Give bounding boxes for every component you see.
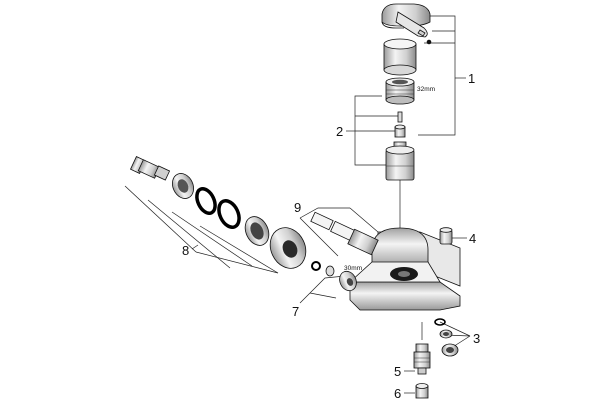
callout-4: 4 <box>469 231 476 246</box>
cartridge <box>385 141 415 181</box>
cover-cap <box>439 227 453 245</box>
callout-3: 3 <box>473 331 480 346</box>
diverter-nut <box>311 261 357 292</box>
set-screw <box>417 29 432 45</box>
callout-6: 6 <box>394 386 401 400</box>
cartridge-nut <box>385 77 415 105</box>
dimension-label-32mm: 32mm <box>417 86 435 93</box>
outlet-nut <box>415 383 429 399</box>
outlet-valve <box>413 343 431 375</box>
callout-8: 8 <box>182 243 189 258</box>
wall-flange <box>269 227 307 269</box>
spindle-pin <box>397 111 403 123</box>
mixer-body <box>348 227 461 311</box>
dimension-label-30mm: 30mm <box>344 265 362 272</box>
callout-1: 1 <box>468 71 475 86</box>
leader-lines <box>124 15 471 394</box>
callout-9: 9 <box>294 200 301 215</box>
callout-7: 7 <box>292 304 299 319</box>
spindle-nut <box>394 124 406 138</box>
lever-handle <box>381 3 431 38</box>
s-union-inlet <box>129 156 171 181</box>
callout-5: 5 <box>394 364 401 379</box>
seal-ring-small <box>195 186 217 216</box>
diverter-parts <box>310 211 379 256</box>
seal-ring-large <box>217 199 241 229</box>
union-nut <box>172 173 194 199</box>
threaded-nut <box>244 216 270 246</box>
outlet-seals <box>434 318 459 357</box>
handle-sleeve <box>383 38 417 76</box>
callout-2: 2 <box>336 124 343 139</box>
